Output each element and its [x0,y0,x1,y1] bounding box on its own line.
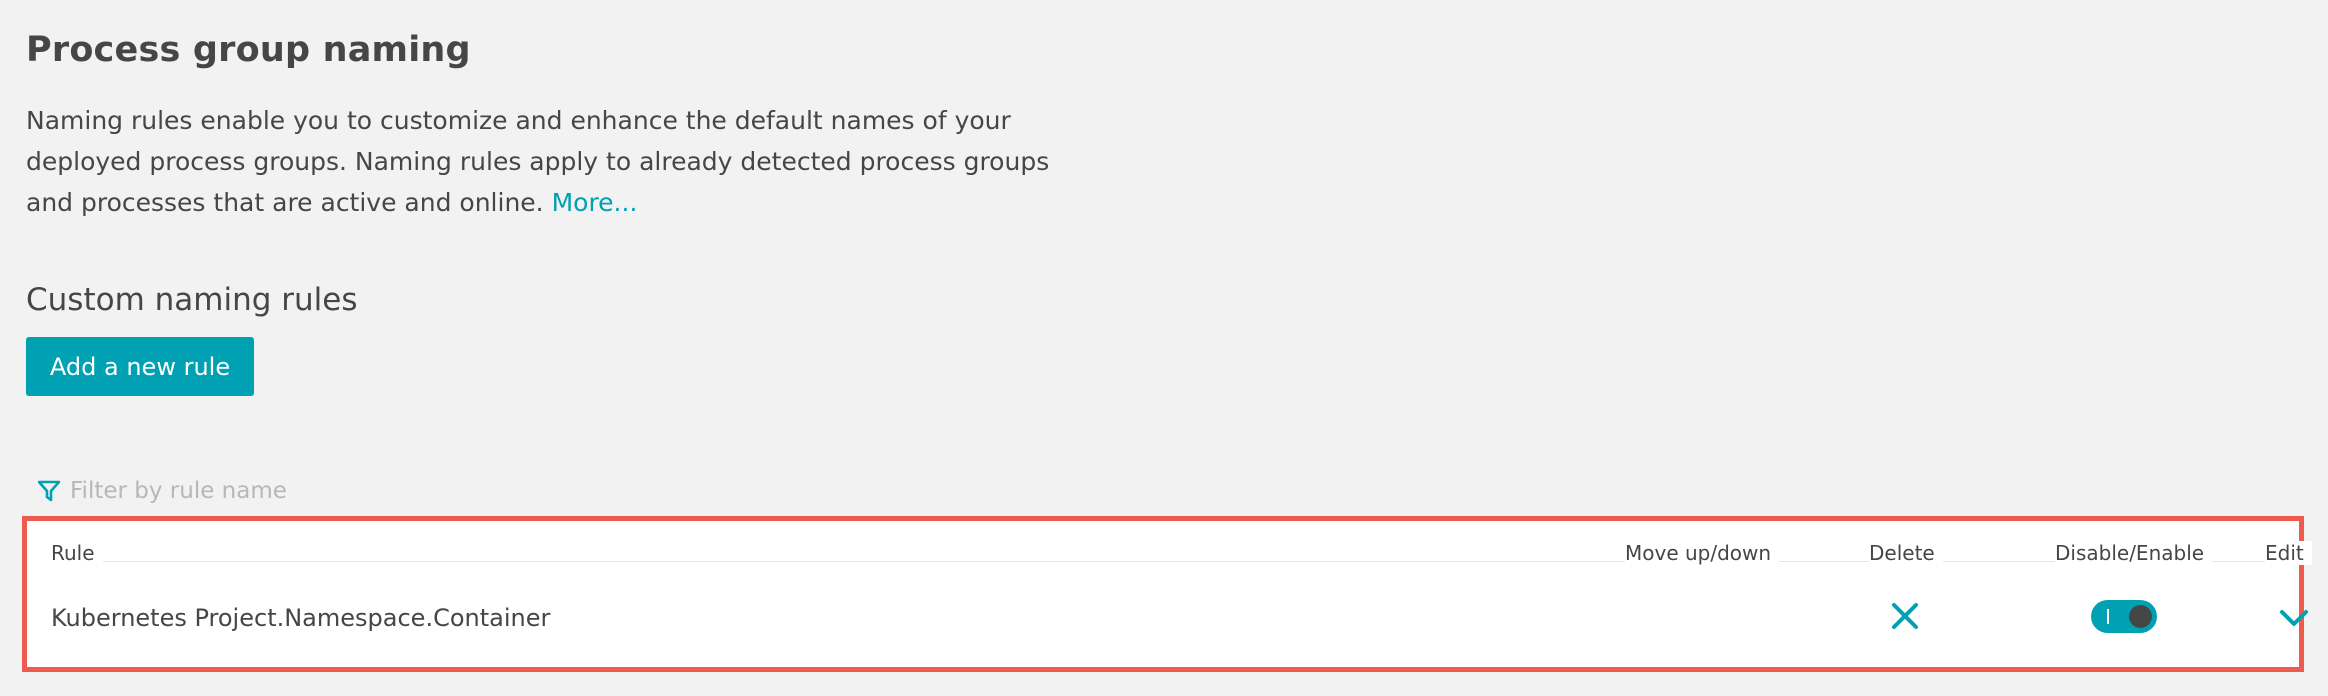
table-header-divider [51,561,2275,562]
filter-icon [37,480,61,502]
more-link[interactable]: More... [551,188,638,217]
page-title: Process group naming [26,30,471,70]
table-row: Kubernetes Project.Namespace.Container [27,591,2308,661]
section-title-custom-rules: Custom naming rules [26,282,358,318]
page-description: Naming rules enable you to customize and… [26,100,1086,223]
filter-bar [37,475,558,507]
rule-name: Kubernetes Project.Namespace.Container [51,604,551,632]
column-header-move: Move up/down [1625,541,1780,565]
column-header-delete: Delete [1869,541,1943,565]
toggle-knob [2129,605,2152,628]
enable-toggle[interactable] [2091,600,2157,633]
column-header-edit: Edit [2265,541,2312,565]
toggle-on-mark [2107,609,2109,624]
column-header-rule: Rule [51,541,103,565]
delete-icon[interactable] [1890,601,1920,631]
chevron-down-icon[interactable] [2279,605,2309,631]
description-text: Naming rules enable you to customize and… [26,106,1050,217]
column-header-toggle: Disable/Enable [2055,541,2213,565]
filter-input[interactable] [70,478,530,504]
rules-table: Rule Move up/down Delete Disable/Enable … [22,516,2312,672]
add-new-rule-button[interactable]: Add a new rule [26,337,254,396]
